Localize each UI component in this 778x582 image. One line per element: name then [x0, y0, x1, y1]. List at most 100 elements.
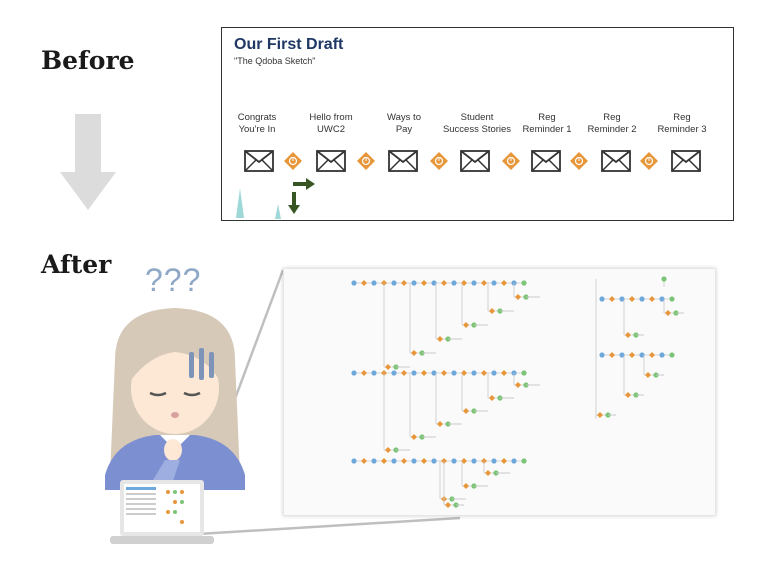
down-arrow-icon: [60, 114, 116, 210]
envelope-icon: [671, 150, 701, 172]
email-node: [669, 296, 675, 302]
email-node: [619, 352, 625, 358]
email-node: [451, 458, 457, 464]
timer-node: [629, 352, 635, 358]
email-node: [491, 458, 497, 464]
timer-node: [461, 458, 467, 464]
timer-node: [463, 483, 469, 489]
timer-node: [515, 382, 521, 388]
timer-node: [421, 458, 427, 464]
timer-node: [481, 280, 487, 286]
email-node: [371, 458, 377, 464]
email-node: [619, 296, 625, 302]
timer-node: [609, 352, 615, 358]
envelope-icon: [601, 150, 631, 172]
email-node: [431, 280, 437, 286]
timer-node: [463, 322, 469, 328]
email-node: [419, 434, 425, 440]
timer-node: [629, 296, 635, 302]
email-node: [391, 280, 397, 286]
email-node: [411, 458, 417, 464]
envelope-icon: [388, 150, 418, 172]
email-node: [491, 370, 497, 376]
laptop-icon: [110, 480, 214, 544]
timer-node: [649, 296, 655, 302]
email-node: [639, 352, 645, 358]
timer-node: [411, 350, 417, 356]
before-heading: Before: [41, 46, 135, 75]
timer-node: [361, 370, 367, 376]
email-node: [669, 352, 675, 358]
confused-text: ???: [145, 262, 202, 298]
email-node: [659, 296, 665, 302]
envelope-icon: [460, 150, 490, 172]
timer-icon: [430, 152, 448, 170]
email-node: [521, 458, 527, 464]
step-label: Ways to Pay: [387, 112, 421, 135]
email-node: [451, 280, 457, 286]
decorative-tower-icon: [275, 204, 281, 219]
email-node: [521, 280, 527, 286]
email-node: [471, 370, 477, 376]
timer-node: [385, 447, 391, 453]
email-node: [371, 280, 377, 286]
email-node: [659, 352, 665, 358]
step-label: Reg Reminder 2: [587, 112, 637, 135]
timer-node: [609, 296, 615, 302]
first-draft-slide: Our First Draft "The Qdoba Sketch" Congr…: [221, 27, 734, 221]
timer-icon: [502, 152, 520, 170]
timer-icon: [640, 152, 658, 170]
email-node: [451, 370, 457, 376]
email-node: [491, 280, 497, 286]
timer-node: [645, 372, 651, 378]
email-node: [471, 322, 477, 328]
email-node: [445, 421, 451, 427]
timer-node: [385, 364, 391, 370]
timer-node: [501, 458, 507, 464]
email-node: [639, 296, 645, 302]
email-node: [391, 370, 397, 376]
timer-node: [597, 412, 603, 418]
email-node: [351, 280, 357, 286]
timer-node: [421, 280, 427, 286]
email-node: [497, 308, 503, 314]
envelope-icon: [244, 150, 274, 172]
timer-node: [441, 280, 447, 286]
timer-node: [665, 310, 671, 316]
timer-icon: [570, 152, 588, 170]
email-node: [431, 458, 437, 464]
timer-node: [461, 370, 467, 376]
timer-node: [361, 280, 367, 286]
email-node: [453, 502, 459, 508]
timer-node: [625, 392, 631, 398]
email-node: [497, 395, 503, 401]
timer-node: [463, 408, 469, 414]
email-node: [351, 458, 357, 464]
timer-node: [381, 458, 387, 464]
email-node: [493, 470, 499, 476]
envelope-icon: [316, 150, 346, 172]
decorative-tower-icon: [236, 188, 244, 218]
email-node: [419, 350, 425, 356]
timer-node: [501, 280, 507, 286]
timer-icon: [357, 152, 375, 170]
email-node: [599, 296, 605, 302]
confused-person-illustration: [105, 308, 245, 490]
timer-node: [421, 370, 427, 376]
workflow-diagram: [351, 276, 684, 508]
slide-title: Our First Draft: [234, 36, 344, 53]
email-node: [411, 280, 417, 286]
email-node: [471, 458, 477, 464]
email-node: [521, 370, 527, 376]
timer-node: [485, 470, 491, 476]
timer-node: [649, 352, 655, 358]
email-node: [449, 496, 455, 502]
slide-subtitle: "The Qdoba Sketch": [234, 56, 316, 66]
after-heading: After: [41, 250, 112, 279]
email-node: [391, 458, 397, 464]
email-node: [371, 370, 377, 376]
email-node: [445, 336, 451, 342]
timer-node: [515, 294, 521, 300]
timer-node: [489, 308, 495, 314]
timer-node: [401, 370, 407, 376]
